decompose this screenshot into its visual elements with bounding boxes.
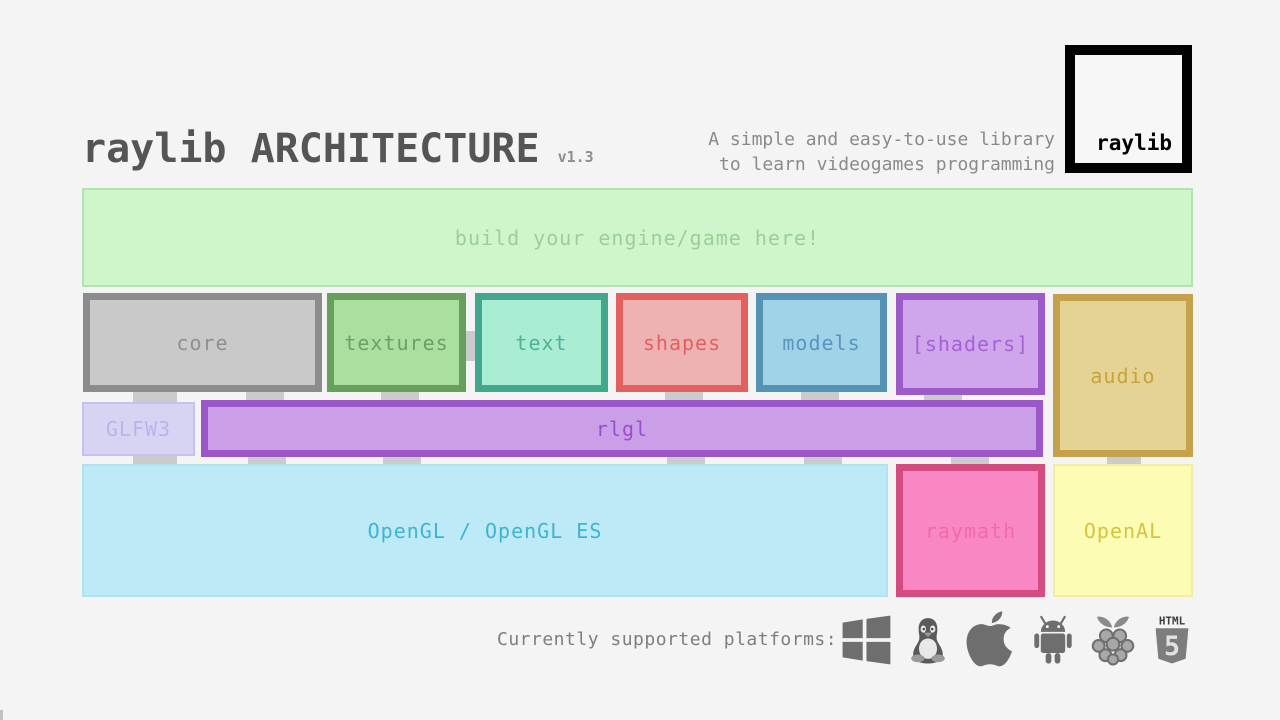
module-core: core (83, 293, 322, 392)
html5-icon-top-text: HTML (1159, 614, 1186, 627)
module-shapes-label: shapes (642, 330, 722, 355)
raylib-logo-label: raylib (1096, 131, 1172, 155)
module-shaders: [shaders] (896, 293, 1045, 395)
layer-opengl: OpenGL / OpenGL ES (82, 464, 888, 597)
layer-rlgl: rlgl (201, 400, 1043, 457)
corner-tick (0, 710, 3, 720)
linux-icon (911, 618, 945, 664)
page-title: raylib ARCHITECTURE (82, 126, 540, 172)
platform-icons-row: HTML 5 (836, 606, 1197, 674)
windows-icon (842, 615, 891, 665)
html5-icon-number: 5 (1164, 631, 1180, 662)
module-audio: audio (1053, 294, 1193, 457)
version-label: v1.3 (557, 148, 594, 166)
platforms-label: Currently supported platforms: (497, 629, 838, 650)
module-textures-label: textures (344, 330, 449, 355)
module-shapes: shapes (616, 293, 748, 392)
module-core-label: core (176, 330, 229, 355)
android-icon (1034, 615, 1072, 664)
module-text: text (475, 293, 608, 392)
module-text-label: text (515, 330, 568, 355)
layer-opengl-label: OpenGL / OpenGL ES (367, 518, 603, 543)
layer-raymath: raymath (896, 464, 1045, 597)
tagline: A simple and easy-to-use library to lear… (708, 127, 1055, 177)
module-shaders-label: [shaders] (911, 332, 1030, 356)
layer-raymath-label: raymath (924, 518, 1017, 543)
layer-openal: OpenAL (1053, 464, 1193, 597)
raylib-logo: raylib (1065, 45, 1192, 173)
module-textures: textures (327, 293, 466, 392)
raspberry-pi-icon (1091, 616, 1135, 666)
layer-rlgl-label: rlgl (595, 416, 649, 441)
layer-glfw3: GLFW3 (82, 402, 195, 456)
module-models-label: models (782, 330, 861, 355)
module-models: models (756, 293, 887, 392)
module-audio-label: audio (1090, 363, 1156, 388)
html5-icon: HTML 5 (1155, 614, 1189, 664)
engine-box: build your engine/game here! (82, 188, 1193, 287)
page-title-row: raylib ARCHITECTURE v1.3 (82, 126, 594, 172)
layer-openal-label: OpenAL (1083, 518, 1163, 543)
layer-glfw3-label: GLFW3 (105, 417, 172, 441)
tagline-line-2: to learn videogames programming (719, 154, 1055, 175)
engine-box-label: build your engine/game here! (454, 225, 821, 250)
tagline-line-1: A simple and easy-to-use library (708, 129, 1055, 150)
apple-icon (966, 611, 1013, 667)
